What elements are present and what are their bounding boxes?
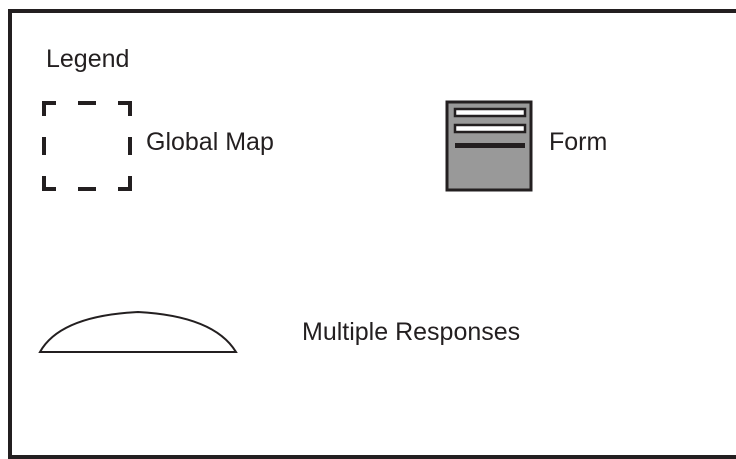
dome-arc-icon <box>38 310 238 353</box>
multiple-responses-label: Multiple Responses <box>302 318 521 346</box>
form-card-icon <box>445 100 533 192</box>
dashed-square-icon <box>42 101 132 191</box>
global-map-label: Global Map <box>146 128 274 156</box>
legend-frame <box>8 9 736 459</box>
form-label: Form <box>549 128 608 156</box>
legend-title: Legend <box>46 45 130 73</box>
